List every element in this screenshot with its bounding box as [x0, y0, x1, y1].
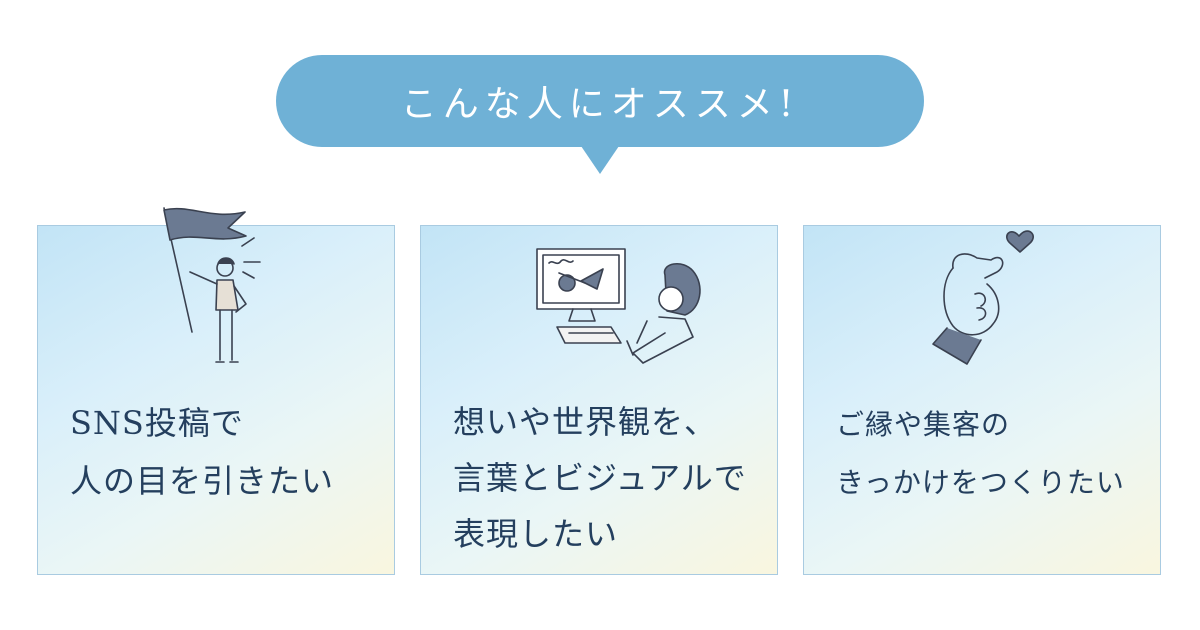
person-with-flag-icon	[163, 207, 261, 363]
recommendation-card-connection: ご縁や集客の きっかけをつくりたい	[803, 225, 1161, 575]
card-line: 言葉とビジュアルで	[453, 459, 747, 497]
card-line: 人の目を引きたい	[70, 462, 335, 500]
card-text: 想いや世界観を、 言葉とビジュアルで 表現したい	[453, 394, 767, 562]
speech-bubble-tail	[581, 146, 619, 174]
person-at-computer-icon	[536, 248, 701, 364]
card-line: ご縁や集客の	[836, 408, 1011, 441]
card-line: SNS投稿で	[70, 404, 244, 442]
card-text: SNS投稿で 人の目を引きたい	[70, 394, 384, 510]
card-line: 表現したい	[453, 515, 619, 553]
header-title: こんな人にオススメ!	[400, 84, 800, 125]
card-line: 想いや世界観を、	[453, 403, 718, 441]
finger-heart-icon	[932, 230, 1034, 365]
header-speech-bubble: こんな人にオススメ!	[276, 55, 924, 147]
card-text: ご縁や集客の きっかけをつくりたい	[836, 396, 1150, 512]
card-line: きっかけをつくりたい	[836, 466, 1125, 499]
